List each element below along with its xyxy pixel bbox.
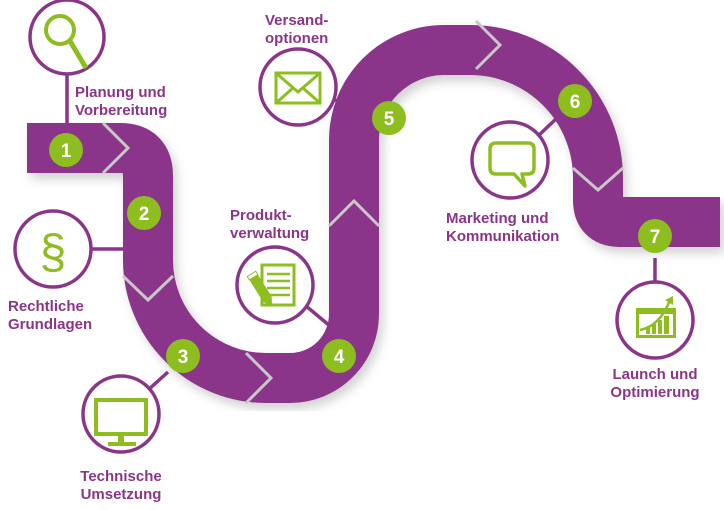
connector-5 [334,98,369,112]
magnifier-icon [44,14,89,70]
chevron-5 [474,19,503,71]
road [27,25,720,403]
monitor-icon [94,398,148,446]
chevron-1 [101,121,131,175]
growth-chart-icon [636,296,676,338]
step-label-1: Planung und Vorbereitung [75,84,168,119]
icon-circle-1 [28,0,106,76]
connector-6 [536,116,559,138]
road-path [27,25,720,403]
step-badge-3: 3 [166,339,200,373]
icon-circle-2 [13,209,93,289]
chevron-3 [244,351,274,405]
road-chevrons [101,19,624,405]
chevron-2 [121,274,175,303]
step-label-7: Launch und Optimierung [610,366,700,401]
step-label-4: Produkt- verwaltung [230,207,310,242]
paragraph-icon: § [40,226,67,279]
step-label-6: Marketing und Kommunikation [446,210,560,245]
chevron-4 [327,198,381,228]
icon-circle-5 [258,47,338,127]
step-badge-2: 2 [127,196,161,230]
step-badge-5: 5 [372,101,406,135]
connectors [65,64,657,392]
step-label-5: Versand- optionen [265,12,329,47]
step-badge-1: 1 [49,133,83,167]
step-number-4: 4 [334,347,345,368]
step-number-2: 2 [139,204,150,225]
envelope-icon [274,71,322,105]
icon-circle-6 [470,120,550,200]
step-number-5: 5 [384,109,395,130]
step-number-3: 3 [178,347,189,368]
step-label-2: Rechtliche Grundlagen [8,298,93,333]
step-label-3: Technische Umsetzung [80,468,162,503]
document-pencil-icon [246,263,296,307]
step-badges: 1 2 3 4 5 6 7 [49,84,672,373]
step-badge-7: 7 [638,219,672,253]
step-badge-6: 6 [558,84,592,118]
speech-bubble-icon [488,141,536,188]
step-number-7: 7 [650,227,661,248]
connector-4 [304,304,332,328]
step-number-6: 6 [570,92,581,113]
connector-3 [146,370,170,392]
step-number-1: 1 [61,141,72,162]
chevron-6 [572,166,624,192]
step-badge-4: 4 [322,339,356,373]
